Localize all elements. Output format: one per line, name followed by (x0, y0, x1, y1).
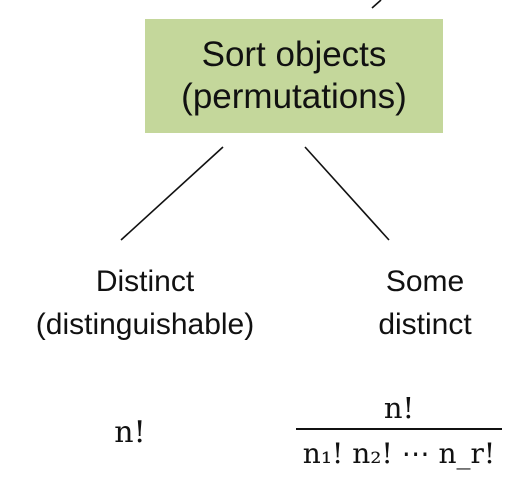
parent-to-right-connector (304, 146, 390, 241)
right-formula-multinomial: n! n₁! n₂! ⋯ n_r! (295, 388, 503, 478)
fraction-bar (296, 428, 502, 430)
left-formula-text: n! (114, 415, 146, 450)
left-node-distinct: Distinct (distinguishable) (0, 260, 290, 346)
left-node-title: Distinct (95, 265, 195, 298)
left-node-subtitle: (distinguishable) (35, 308, 255, 341)
right-node-subtitle: distinct (378, 308, 472, 341)
left-formula-n-factorial: n! (70, 413, 190, 453)
root-node-sort-objects: Sort objects (permutations) (145, 19, 443, 133)
root-node-title: Sort objects (201, 35, 387, 74)
right-formula-numerator: n! (383, 391, 415, 425)
right-node-title: Some (385, 265, 465, 298)
root-node-subtitle: (permutations) (181, 77, 407, 116)
right-node-some-distinct: Some distinct (330, 260, 520, 346)
right-formula-denominator: n₁! n₂! ⋯ n_r! (302, 437, 496, 470)
incoming-connector-stub (371, 0, 382, 9)
parent-to-left-connector (120, 146, 224, 241)
